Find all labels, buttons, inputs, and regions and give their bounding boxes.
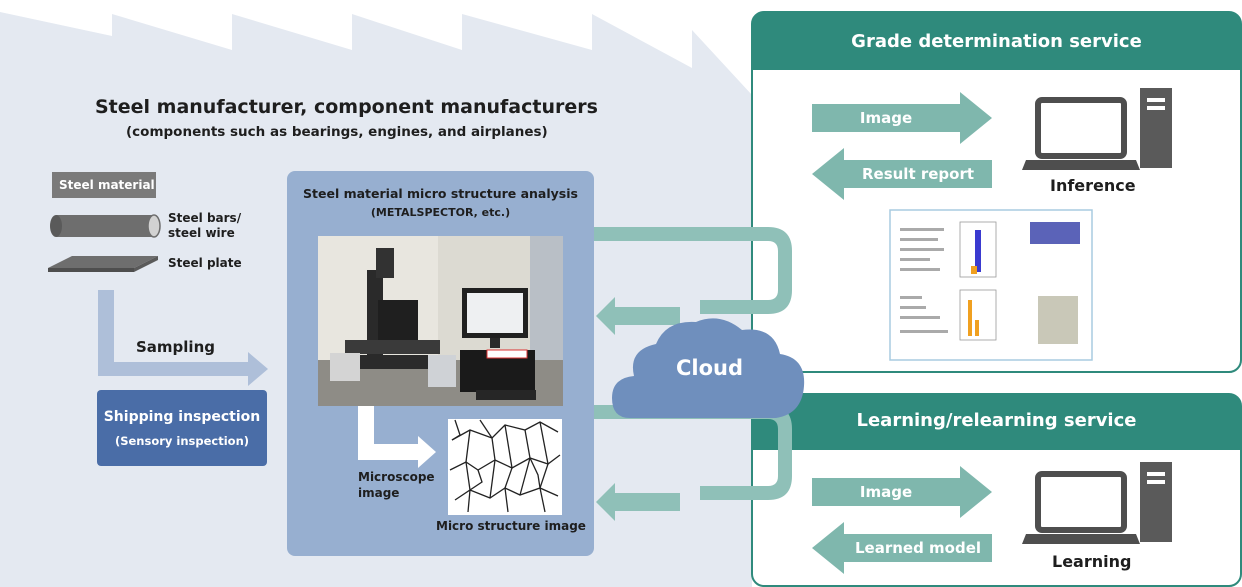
steel-material-label: Steel material (59, 178, 155, 192)
result-report-thumbnail (889, 209, 1093, 361)
learning-image-arrow-shape (812, 466, 992, 518)
cloud-shape (612, 318, 805, 418)
microscope-image-label-2: image (358, 486, 400, 500)
steel-bars-label-1: Steel bars/ (168, 211, 242, 225)
arrow-from-learning (596, 483, 680, 521)
microscope-image-label-1: Microscope (358, 470, 435, 484)
sampling-label: Sampling (136, 338, 215, 356)
cloud-label: Cloud (676, 356, 744, 380)
steel-bar-icon (50, 214, 161, 238)
steel-plate-label: Steel plate (168, 256, 242, 270)
micro-structure-label: Micro structure image (436, 519, 586, 533)
factory-subtitle: (components such as bearings, engines, a… (126, 124, 548, 140)
grade-result-arrow-label: Result report (861, 165, 975, 183)
inference-computer-icon (1022, 88, 1172, 170)
learning-label: Learning (1052, 552, 1132, 571)
microscope-image-arrow (358, 406, 436, 468)
microscope-photo (318, 236, 563, 406)
steel-plate-icon (48, 256, 158, 272)
learning-image-arrow-label: Image (859, 483, 913, 501)
steel-bars-label-2: steel wire (168, 226, 235, 240)
shipping-inspection-sub: (Sensory inspection) (114, 434, 250, 448)
learning-model-arrow-label: Learned model (854, 539, 982, 557)
arrow-from-grade (596, 297, 680, 335)
connector-to-grade (594, 227, 792, 314)
learning-service-header: Learning/relearning service (856, 410, 1137, 431)
shipping-inspection-box (97, 390, 267, 466)
factory-title: Steel manufacturer, component manufactur… (95, 96, 598, 118)
analysis-subtitle: (METALSPECTOR, etc.) (370, 206, 511, 219)
grade-panel-header-bg (752, 12, 1241, 70)
grade-result-arrow-shape (812, 148, 992, 200)
shipping-inspection-title: Shipping inspection (103, 409, 261, 425)
steel-material-box (52, 172, 156, 198)
grade-image-arrow-shape (812, 92, 992, 144)
inference-label: Inference (1050, 176, 1136, 195)
analysis-title: Steel material micro structure analysis (303, 186, 578, 201)
grade-image-arrow-label: Image (859, 109, 913, 127)
learning-model-arrow-shape (812, 522, 992, 574)
micro-structure-image (448, 419, 562, 515)
learning-computer-icon (1022, 462, 1172, 544)
sampling-arrow (98, 290, 268, 386)
grade-service-header: Grade determination service (851, 31, 1142, 52)
learning-panel-header-bg (752, 394, 1241, 450)
